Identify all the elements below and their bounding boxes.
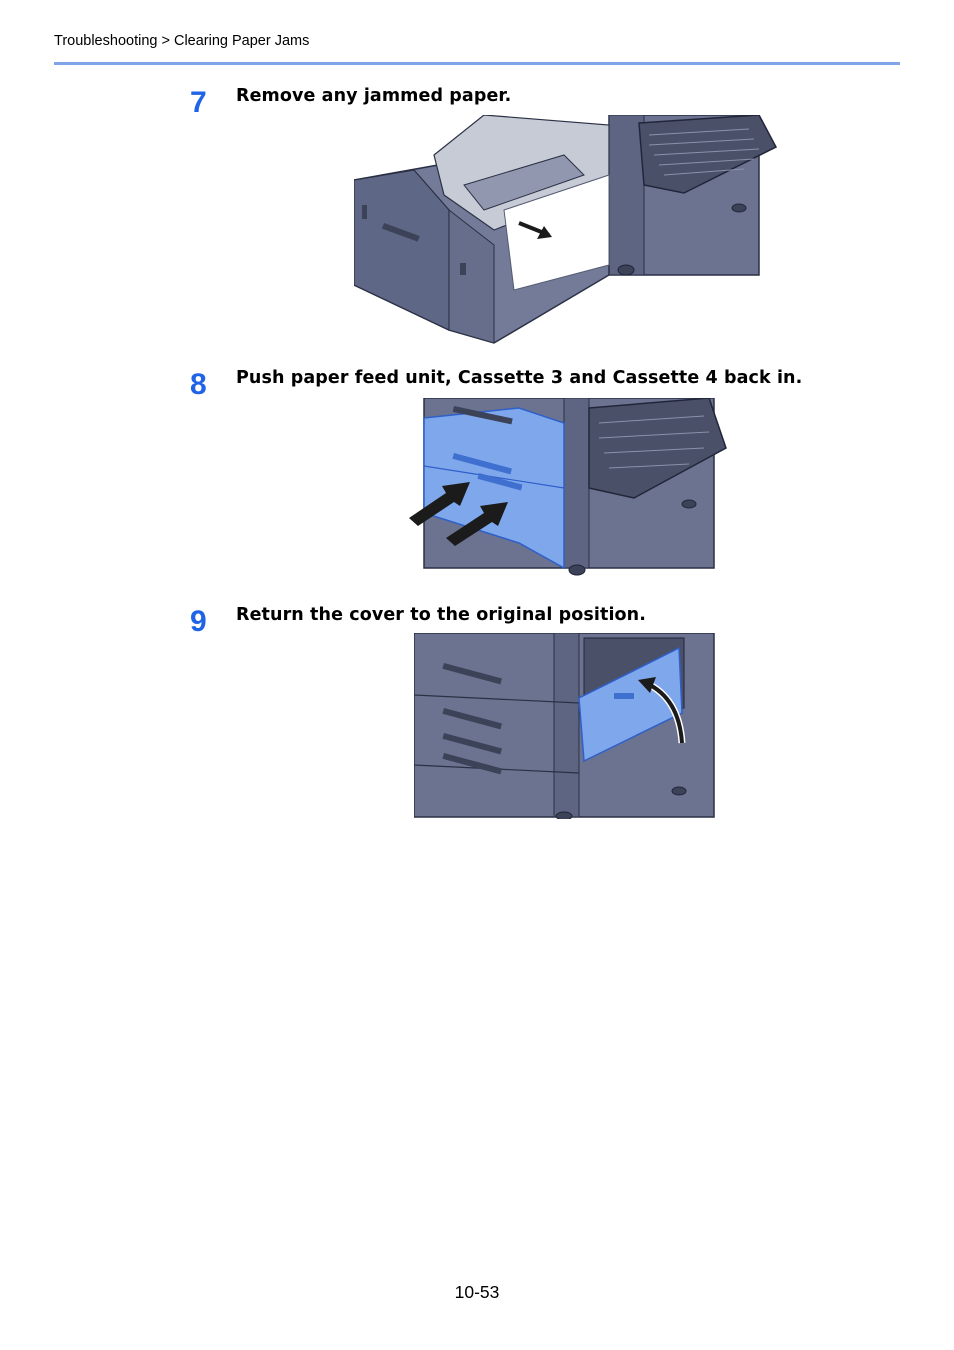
header-divider <box>54 62 900 65</box>
step-9-instruction: Return the cover to the original positio… <box>236 605 646 625</box>
step-8-instruction: Push paper feed unit, Cassette 3 and Cas… <box>236 368 803 388</box>
step-9-number: 9 <box>190 605 207 638</box>
page-number: 10-53 <box>454 1282 500 1302</box>
push-cassettes-illustration <box>409 398 727 576</box>
step-7-instruction: Remove any jammed paper. <box>236 86 512 106</box>
jammed-paper-removal-illustration <box>354 115 778 344</box>
step-7-number: 7 <box>190 86 207 119</box>
close-cover-illustration <box>414 633 715 819</box>
breadcrumb: Troubleshooting > Clearing Paper Jams <box>54 33 310 49</box>
step-8-number: 8 <box>190 368 207 401</box>
